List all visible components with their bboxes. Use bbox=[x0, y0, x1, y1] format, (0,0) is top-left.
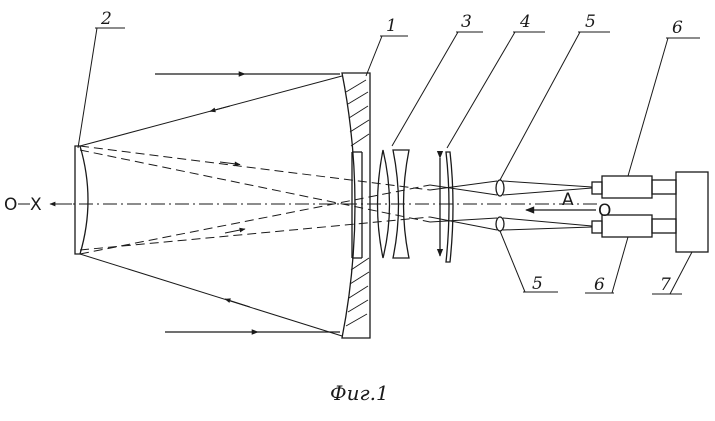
leader-6-top bbox=[627, 37, 669, 177]
leader-7 bbox=[669, 251, 693, 295]
direction-a-label: A bbox=[562, 190, 574, 210]
label-7: 7 bbox=[660, 275, 671, 295]
label-4: 4 bbox=[519, 12, 531, 32]
figure-caption: Фиг.1 bbox=[330, 381, 389, 405]
sensor-6-top bbox=[591, 175, 677, 199]
unit-7 bbox=[675, 171, 709, 253]
label-5-bottom: 5 bbox=[532, 274, 543, 294]
lens-3 bbox=[376, 149, 410, 259]
ray-dash-4 bbox=[79, 216, 431, 251]
leader-5-bottom bbox=[499, 230, 526, 293]
ray-dash-1 bbox=[79, 145, 431, 191]
ray-reflect-bottom bbox=[79, 253, 343, 337]
label-5-top: 5 bbox=[585, 12, 596, 32]
leader-2 bbox=[77, 27, 98, 149]
axis-label-o: O bbox=[4, 195, 17, 215]
direction-o-label: O bbox=[598, 201, 611, 221]
leader-3 bbox=[391, 31, 459, 147]
leader-6-bottom bbox=[611, 236, 629, 294]
lens-5-bottom bbox=[495, 216, 505, 232]
leader-5-top bbox=[499, 31, 581, 181]
label-2: 2 bbox=[100, 9, 112, 29]
label-1: 1 bbox=[386, 16, 397, 36]
axis-label-x: X bbox=[30, 195, 42, 215]
ray-dash-3 bbox=[79, 149, 431, 223]
primary-mirror bbox=[341, 72, 371, 339]
label-6-bottom: 6 bbox=[594, 275, 605, 295]
sensor-6-bottom bbox=[591, 214, 677, 238]
leader-4 bbox=[446, 31, 516, 149]
ray-dash-2 bbox=[79, 184, 431, 255]
secondary-mirror bbox=[74, 145, 89, 255]
lens-4 bbox=[436, 150, 454, 263]
lens-5-top bbox=[495, 179, 505, 197]
label-6-top: 6 bbox=[672, 18, 683, 38]
leader-1 bbox=[365, 35, 383, 77]
label-3: 3 bbox=[461, 12, 472, 32]
